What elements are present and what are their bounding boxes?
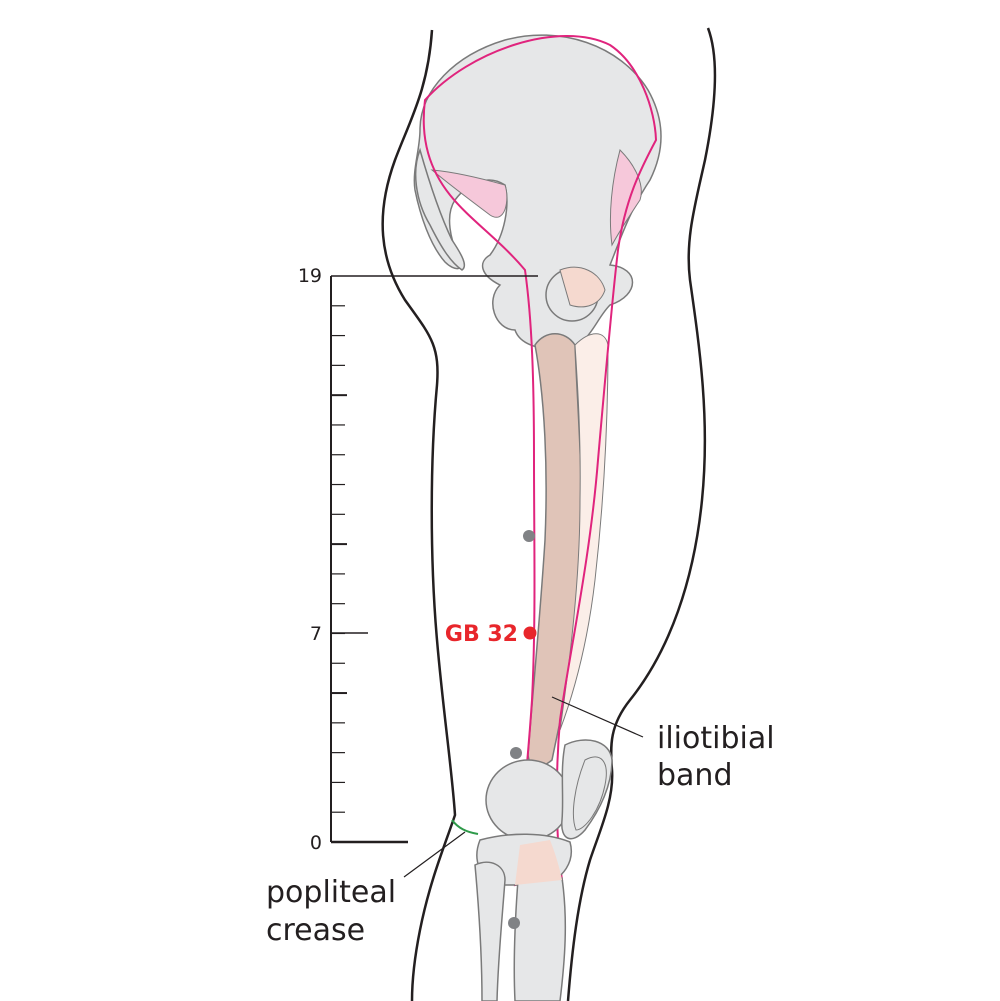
iliotibial-label-line1: iliotibial: [657, 721, 775, 756]
patella: [572, 756, 607, 831]
femur-shaft: [527, 333, 583, 768]
gluteal-region-left: [430, 169, 508, 218]
acupoint-leg: [508, 917, 520, 929]
scale-label-mid: 7: [310, 623, 322, 645]
band-insertion: [515, 840, 562, 885]
popliteal-label-line1: popliteal: [266, 875, 396, 910]
femoral-condyle: [485, 759, 571, 841]
tibia-shaft: [513, 877, 567, 1001]
popliteal-crease-mark: [451, 819, 479, 835]
leg-outline-front: [566, 27, 717, 1001]
iliotibial-label-line2: band: [657, 758, 732, 793]
sacrum-bone: [414, 147, 466, 271]
lateral-thigh-tissue: [559, 333, 609, 731]
greater-trochanter: [559, 266, 606, 308]
scale-ruler: 19 7 0: [298, 265, 538, 854]
popliteal-label-line2: crease: [266, 913, 365, 948]
gb32-label: GB 32: [445, 622, 518, 647]
scale-label-top: 19: [298, 265, 322, 287]
leg-outline-back: [381, 29, 457, 1001]
scale-minor-ticks: [331, 305, 347, 813]
scale-label-bottom: 0: [310, 832, 322, 854]
popliteal-leader-line: [403, 831, 466, 878]
acupoint-knee: [510, 747, 522, 759]
acupoint-upper: [523, 530, 535, 542]
fibula: [474, 861, 506, 1001]
gb32-point: [523, 626, 537, 640]
iliotibial-leader-line: [551, 696, 644, 738]
